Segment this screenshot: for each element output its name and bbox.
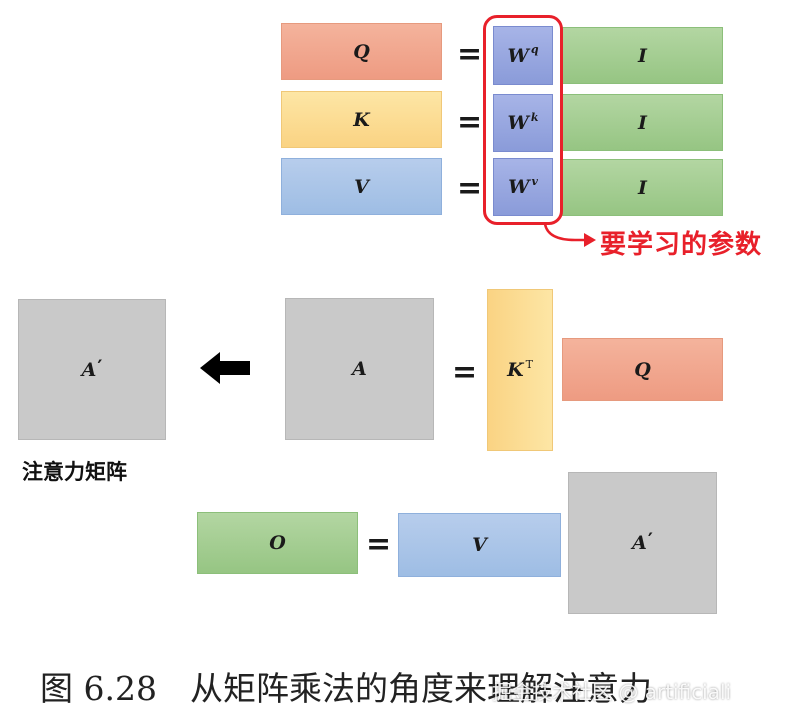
wk-sup: k bbox=[530, 110, 539, 124]
a-prime-mark: ′ bbox=[97, 355, 103, 378]
equals-sign-q: = bbox=[457, 37, 483, 72]
wv-label: W bbox=[508, 176, 530, 198]
i-label-v: I bbox=[638, 176, 647, 199]
callout-arrowhead bbox=[584, 233, 596, 247]
equals-sign-v: = bbox=[457, 171, 483, 206]
a-prime-label: A bbox=[81, 358, 97, 381]
equals-sign-o: = bbox=[366, 527, 392, 562]
equals-sign-k: = bbox=[457, 105, 483, 140]
left-arrow-icon bbox=[200, 352, 250, 384]
q-label: Q bbox=[353, 40, 370, 63]
i-label-q: I bbox=[638, 44, 647, 67]
i-matrix-v: I bbox=[562, 159, 723, 216]
k-label: K bbox=[353, 108, 370, 131]
learnable-params-label: 要学习的参数 bbox=[600, 230, 763, 260]
kt-sup: T bbox=[525, 357, 533, 371]
watermark: 掘金技术社区 @ artificiali bbox=[492, 680, 732, 704]
callout-connector bbox=[543, 223, 588, 242]
figure-caption: 图 6.28 从矩阵乘法的角度来理解注意力 bbox=[40, 669, 652, 708]
a-prime-matrix-bottom: A′ bbox=[568, 472, 717, 614]
equals-sign-a: = bbox=[452, 355, 478, 390]
v-label-bottom: V bbox=[472, 534, 487, 556]
v-matrix: V bbox=[281, 158, 442, 215]
v-label: V bbox=[354, 175, 369, 198]
attention-matrix-label: 注意力矩阵 bbox=[22, 460, 127, 484]
q-matrix-mid: Q bbox=[562, 338, 723, 401]
k-matrix: K bbox=[281, 91, 442, 148]
o-label: O bbox=[269, 532, 286, 554]
v-matrix-bottom: V bbox=[398, 513, 561, 577]
a-label: A bbox=[352, 358, 367, 380]
i-matrix-q: I bbox=[562, 27, 723, 84]
q-label-mid: Q bbox=[634, 358, 651, 381]
o-matrix: O bbox=[197, 512, 358, 574]
i-matrix-k: I bbox=[562, 94, 723, 151]
learnable-params-highlight bbox=[483, 15, 563, 225]
kt-label: K bbox=[507, 359, 524, 381]
q-matrix: Q bbox=[281, 23, 442, 80]
wq-sup: q bbox=[530, 43, 539, 56]
wk-label: W bbox=[507, 112, 529, 134]
wv-sup: v bbox=[531, 174, 538, 188]
a-prime-mark-bottom: ′ bbox=[647, 529, 653, 551]
a-prime-matrix: A′ bbox=[18, 299, 166, 440]
wq-label: W bbox=[507, 44, 529, 67]
a-matrix: A bbox=[285, 298, 434, 440]
a-prime-label-bottom: A bbox=[632, 532, 647, 554]
i-label-k: I bbox=[638, 111, 647, 134]
